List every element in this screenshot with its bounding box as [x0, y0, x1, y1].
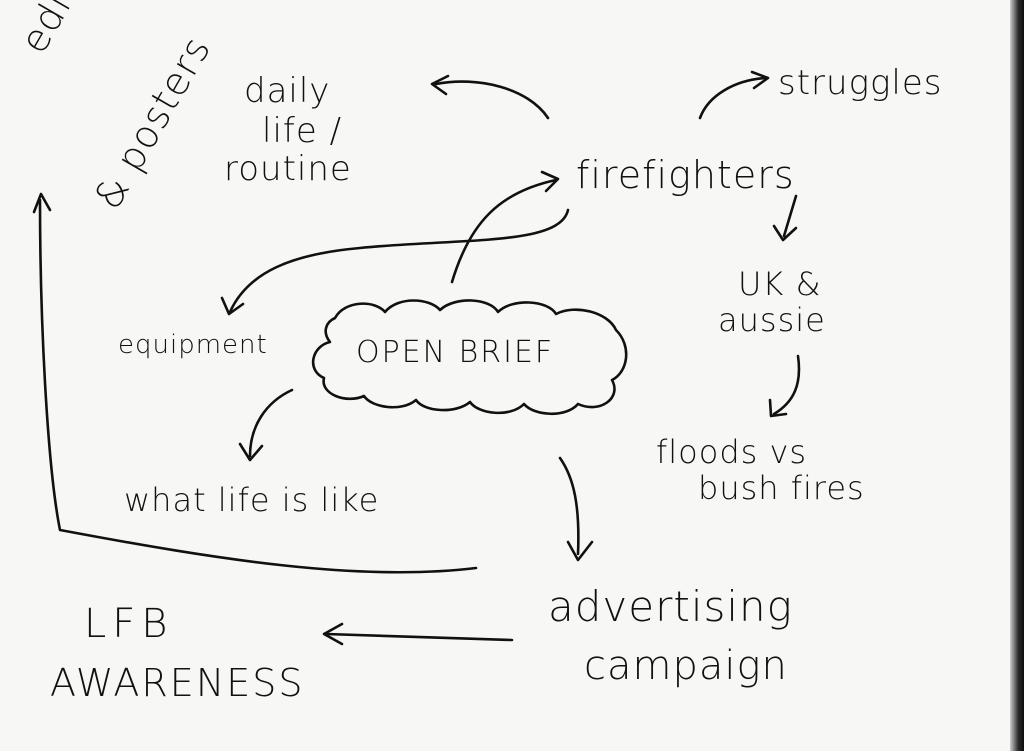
- page-edge-shadow: [1010, 0, 1024, 751]
- node-open-brief: OPEN BRIEF: [356, 335, 555, 370]
- arrow-brief-to-firefighters: [450, 178, 558, 284]
- arrow-brief-to-advertising: [558, 456, 580, 556]
- arrow-brief-to-life: [248, 388, 294, 458]
- arrow-firefighters-to-equipment: [228, 208, 570, 314]
- node-advertising-line1: advertising: [548, 582, 793, 631]
- arrow-firefighters-to-daily-life: [434, 80, 550, 120]
- node-what-life: what life is like: [124, 481, 380, 519]
- node-daily-line3: routine: [224, 149, 352, 189]
- node-equipment: equipment: [118, 330, 268, 360]
- arrow-loop-to-editorial: [38, 198, 478, 574]
- node-floods-line2: bush fires: [698, 469, 865, 507]
- open-brief-cloud: [311, 299, 628, 416]
- node-uk-line1: UK &: [738, 265, 822, 303]
- node-struggles: struggles: [778, 63, 943, 103]
- node-daily-line1: daily: [244, 71, 331, 111]
- node-firefighters: firefighters: [576, 153, 795, 197]
- node-floods-line1: floods vs: [656, 433, 808, 471]
- node-advertising-line2: campaign: [584, 643, 788, 689]
- arrow-advertising-to-lfb: [324, 632, 514, 642]
- arrow-uk-to-floods: [772, 354, 801, 416]
- node-lfb-line1: LFB: [84, 601, 174, 647]
- node-daily-line2: life /: [262, 111, 343, 151]
- arrow-firefighters-to-struggles: [698, 76, 768, 120]
- arrow-firefighters-to-uk: [782, 194, 798, 238]
- node-lfb-line2: AWARENESS: [50, 661, 305, 705]
- node-uk-line2: aussie: [718, 301, 826, 339]
